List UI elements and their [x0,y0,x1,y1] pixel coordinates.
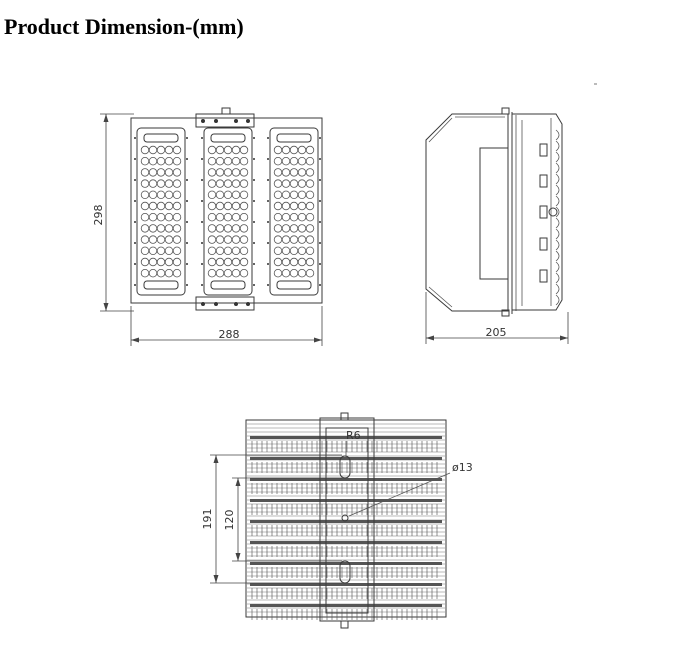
side-driver-box [479,147,509,280]
front-width-label: 288 [219,328,240,341]
inner-spacing-label: 120 [223,510,236,531]
led-module [136,127,186,296]
front-body-outline [130,117,323,304]
side-depth-label: 205 [486,326,507,339]
center-mount-hole [341,514,349,522]
outer-spacing-label: 191 [201,509,214,530]
front-view: 298 288 [92,107,323,346]
hole-diameter-label: ø13 [452,461,473,474]
led-module [203,127,253,296]
page-title: Product Dimension-(mm) [4,14,244,39]
lower-mount-slot [339,560,351,584]
side-heatsink-fins [555,129,560,306]
side-view: 205 [425,83,597,344]
front-height-label: 298 [92,205,105,226]
radius-label: R6 [346,429,361,442]
led-modules [134,127,321,296]
upper-mount-slot [339,455,351,479]
led-module [269,127,319,296]
back-heatsink-fins [247,423,445,620]
back-view: R6 ø13 191 120 [201,412,473,629]
side-body-outline [425,113,509,312]
